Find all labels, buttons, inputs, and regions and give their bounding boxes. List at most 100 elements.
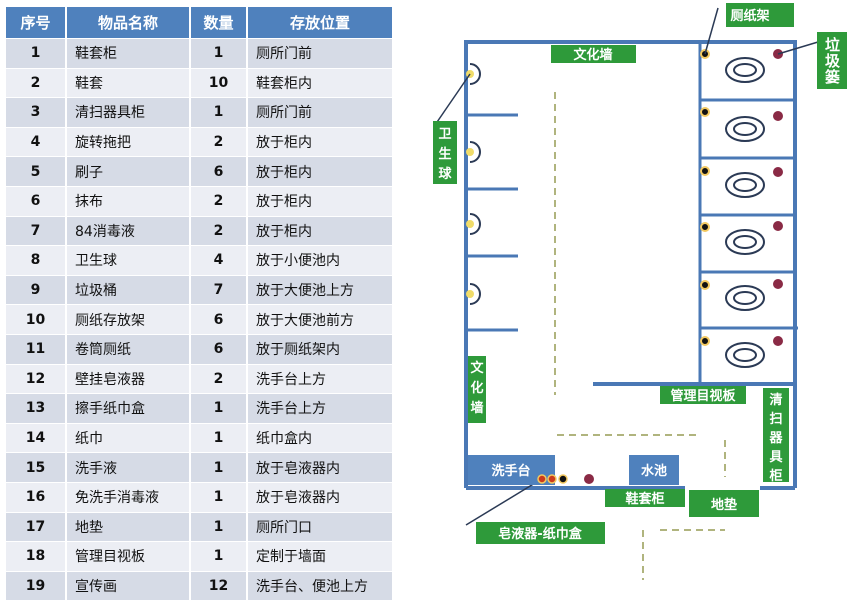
- floor-mat-text: 地垫: [711, 497, 737, 513]
- table-cell: 定制于墙面: [247, 541, 394, 572]
- table-cell: 鞋套: [66, 67, 191, 98]
- table-cell: 地垫: [66, 511, 191, 542]
- column-header: 数量: [190, 7, 248, 39]
- toilets: [469, 57, 765, 368]
- table-cell: 放于皂液器内: [247, 481, 394, 512]
- cleaning-cabinet-text: 具: [769, 450, 782, 465]
- table-cell: 7: [190, 274, 248, 305]
- table-cell: 13: [6, 393, 67, 424]
- table-cell: 6: [190, 304, 248, 335]
- label-paper-rack: [726, 3, 794, 27]
- table-cell: 管理目视板: [66, 541, 191, 572]
- table-cell: 厕纸存放架: [66, 304, 191, 335]
- sink-counter-text: 洗手台: [491, 463, 530, 479]
- table-cell: 放于大便池上方: [247, 274, 394, 305]
- trash-bin-text: 垃圾篓: [823, 36, 841, 85]
- label-culture-wall-top: [551, 45, 636, 63]
- trash-bins: [584, 49, 783, 484]
- table-cell: 11: [6, 333, 67, 365]
- table-cell: 15: [6, 452, 67, 483]
- table-cell: 1: [190, 393, 248, 424]
- table-cell: 厕所门前: [247, 97, 394, 128]
- urinal-balls: [466, 70, 474, 298]
- table-cell: 放于小便池内: [247, 245, 394, 276]
- shoe-cabinet-text: 鞋套柜: [625, 491, 664, 507]
- dispenser-text: 皂液器-纸巾盒: [498, 526, 582, 542]
- table-cell: 抹布: [66, 185, 191, 217]
- table-cell: 17: [6, 511, 67, 542]
- culture-wall-left-text: 墙: [470, 400, 483, 416]
- outer-wall: [464, 40, 797, 488]
- table-cell: 18: [6, 541, 67, 572]
- table-cell: 6: [6, 185, 67, 217]
- table-cell: 清扫器具柜: [66, 97, 191, 128]
- paper-holders: [700, 49, 710, 346]
- table-cell: 6: [190, 156, 248, 187]
- table-cell: 19: [6, 570, 67, 600]
- table-cell: 1: [190, 422, 248, 453]
- table-cell: 刷子: [66, 156, 191, 187]
- table-cell: 3: [6, 97, 67, 128]
- table-cell: 厕所门口: [247, 511, 394, 542]
- table-cell: 纸巾盒内: [247, 422, 394, 453]
- table-cell: 10: [190, 67, 248, 98]
- column-header: 存放位置: [247, 7, 394, 39]
- table-cell: 卷筒厕纸: [66, 333, 191, 365]
- table-cell: 放于柜内: [247, 126, 394, 157]
- table-cell: 鞋套柜: [66, 38, 191, 69]
- table-cell: 放于大便池前方: [247, 304, 394, 335]
- culture-wall-left-text: 化: [470, 380, 483, 396]
- table-cell: 厕所门前: [247, 38, 394, 69]
- paper-rack-text: 厕纸架: [730, 8, 769, 24]
- table-cell: 2: [6, 67, 67, 98]
- table-cell: 免洗手消毒液: [66, 481, 191, 512]
- table-cell: 鞋套柜内: [247, 67, 394, 98]
- hygiene-ball-text: 卫: [438, 127, 451, 142]
- table-cell: 7: [6, 215, 67, 246]
- pool: [629, 455, 679, 485]
- cleaning-cabinet-text: 器: [768, 431, 783, 446]
- table-cell: 洗手液: [66, 452, 191, 483]
- table-cell: 84消毒液: [66, 215, 191, 246]
- table-cell: 旋转拖把: [66, 126, 191, 157]
- table-cell: 放于厕纸架内: [247, 333, 394, 365]
- column-header: 序号: [6, 7, 67, 39]
- cleaning-cabinet-text: 清: [769, 392, 782, 408]
- table-cell: 放于柜内: [247, 215, 394, 246]
- table-cell: 放于皂液器内: [247, 452, 394, 483]
- label-cleaning-cabinet: [763, 388, 789, 482]
- table-cell: 2: [190, 363, 248, 394]
- table-cell: 1: [190, 452, 248, 483]
- board-text: 管理目视板: [670, 388, 736, 404]
- table-cell: 擦手纸巾盒: [66, 393, 191, 424]
- table-cell: 洗手台上方: [247, 393, 394, 424]
- table-cell: 5: [6, 156, 67, 187]
- table-cell: 壁挂皂液器: [66, 363, 191, 394]
- table-cell: 4: [6, 126, 67, 157]
- hygiene-ball-text: 球: [438, 166, 452, 182]
- culture-wall-top-text: 文化墙: [573, 47, 612, 63]
- table-cell: 洗手台上方: [247, 363, 394, 394]
- cleaning-cabinet-text: 扫: [769, 411, 782, 427]
- table-cell: 2: [190, 215, 248, 246]
- label-hygiene-ball: [433, 121, 457, 184]
- label-floor-mat: [689, 490, 759, 517]
- table-cell: 4: [190, 245, 248, 276]
- culture-wall-left-text: 文: [470, 360, 484, 376]
